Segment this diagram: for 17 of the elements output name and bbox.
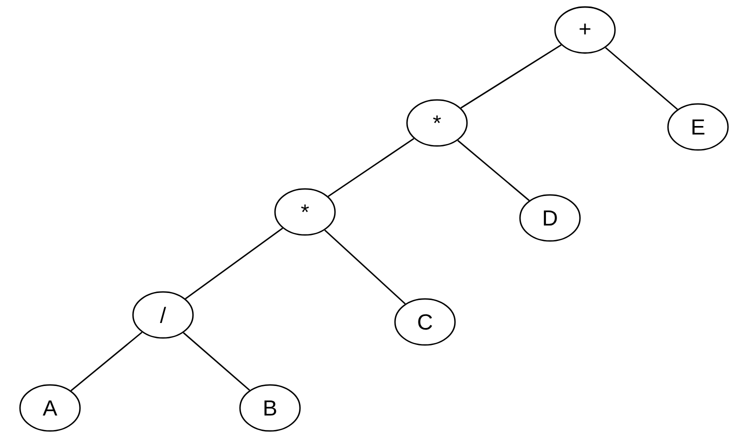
tree-node: + — [554, 6, 616, 54]
branch-line — [328, 138, 414, 197]
tree-node: B — [239, 384, 301, 432]
branch-line — [324, 230, 406, 304]
tree-node: / — [132, 291, 194, 339]
branch-line — [182, 332, 250, 391]
branch-line — [460, 44, 562, 109]
branch-line — [70, 332, 142, 392]
branch-line — [457, 140, 530, 202]
branch-line — [605, 47, 678, 110]
tree-node: * — [406, 99, 468, 147]
tree-node: E — [667, 103, 729, 151]
tree-node: C — [394, 298, 456, 346]
branch-line — [184, 228, 284, 300]
tree-node: A — [19, 384, 81, 432]
tree-node: D — [519, 194, 581, 242]
tree-node: * — [274, 188, 336, 236]
